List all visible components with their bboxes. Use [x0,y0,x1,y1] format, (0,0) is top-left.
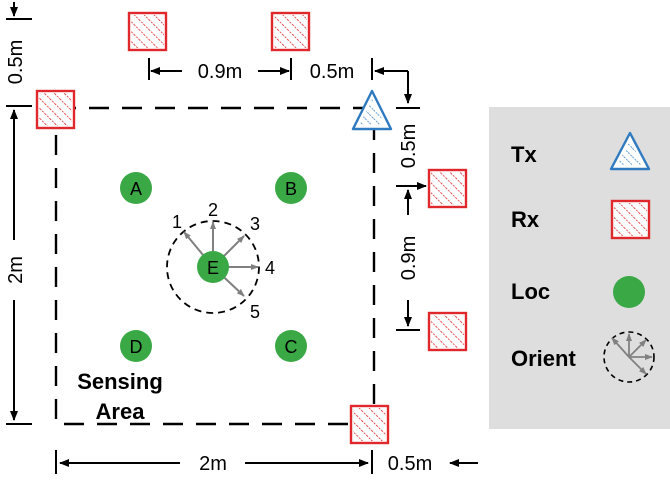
rx-bottom-right [349,404,390,445]
tx-triangle [351,89,393,131]
location-d-label: D [130,337,143,357]
dim-bottom-offset-label: 0.5m [388,453,432,475]
legend-loc-icon [613,276,645,308]
location-e-label: E [207,258,219,278]
rx-left-top [35,89,76,130]
dim-right-top-label: 0.5m [398,124,420,168]
location-a: A [120,172,152,204]
legend: Tx Rx Loc Orient [489,107,670,429]
legend-loc-label: Loc [511,279,550,304]
legend-rx-icon [610,199,651,240]
rx-top-2 [270,11,311,52]
sensing-area-boundary [54,106,376,426]
legend-orient-label: Orient [511,346,576,371]
rx-top-1 [127,11,168,52]
location-c: C [275,330,307,362]
location-c-label: C [285,337,298,357]
orientation-label-1: 1 [172,212,182,232]
legend-tx-label: Tx [511,142,537,167]
sensing-area-label-line2: Area [96,399,146,424]
dim-bottom-side-label: 2m [199,453,227,475]
orientation-label-3: 3 [250,214,260,234]
dim-left-top-label: 0.5m [5,40,27,84]
orientation-label-4: 4 [265,258,275,278]
location-b-label: B [285,179,297,199]
rx-right-2 [427,311,468,352]
legend-orient-icon [603,331,655,383]
location-d: D [120,330,152,362]
dim-right-spacing-label: 0.9m [398,236,420,280]
rx-right-1 [427,168,468,209]
legend-tx-icon [609,131,651,171]
location-b: B [275,172,307,204]
sensing-area-label-line1: Sensing [77,369,163,394]
orientation-label-2: 2 [208,200,218,220]
dim-top-spacing-label: 0.9m [198,61,242,83]
location-e [197,251,229,283]
legend-rx-label: Rx [511,207,540,232]
dim-top-offset-label: 0.5m [310,61,354,83]
orientation-label-5: 5 [250,302,260,322]
dim-left-side-label: 2m [5,256,27,284]
location-a-label: A [130,179,142,199]
